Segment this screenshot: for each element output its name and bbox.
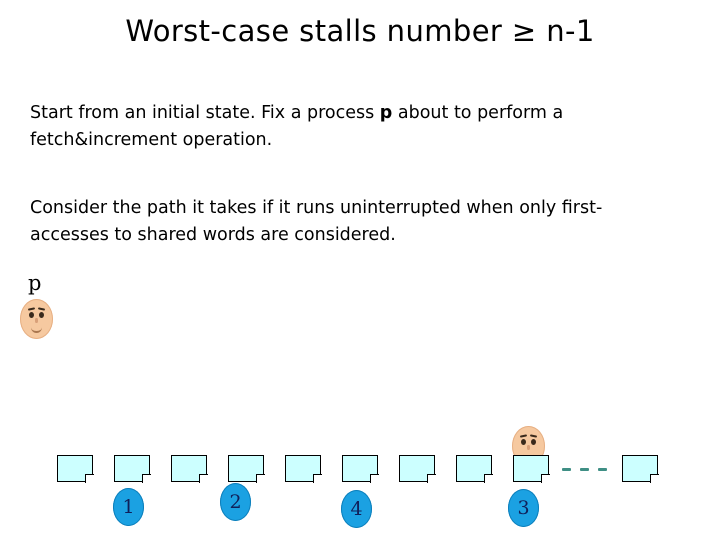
step-marker-1[interactable]: 1 — [113, 488, 144, 526]
page-fold-icon — [141, 473, 151, 483]
shared-word-box[interactable] — [114, 455, 151, 483]
step-marker-4[interactable]: 4 — [341, 490, 372, 528]
shared-word-box[interactable] — [285, 455, 322, 483]
shared-word-box[interactable] — [456, 455, 493, 483]
shared-word-box[interactable] — [513, 455, 550, 483]
eye-right-icon — [39, 312, 44, 318]
eye-left-icon — [521, 439, 526, 445]
process-label-p: p — [28, 271, 42, 295]
eye-right-icon — [531, 439, 536, 445]
nose-icon — [527, 445, 530, 450]
page-fold-icon — [198, 473, 208, 483]
shared-word-box[interactable] — [228, 455, 265, 483]
page-fold-icon — [426, 473, 436, 483]
mouth-icon — [31, 327, 42, 333]
page-fold-icon — [369, 473, 379, 483]
paragraph-two: Consider the path it takes if it runs un… — [30, 198, 603, 245]
process-p-head-icon — [20, 299, 53, 339]
dash-icon — [580, 468, 589, 471]
step-marker-3[interactable]: 3 — [508, 489, 539, 527]
shared-word-box-last[interactable] — [622, 455, 659, 483]
dash-icon — [598, 468, 607, 471]
eye-left-icon — [29, 312, 34, 318]
process-variable-p: p — [379, 103, 393, 123]
page-fold-icon — [312, 473, 322, 483]
page-fold-icon — [649, 473, 659, 483]
ellipsis-dashes — [562, 466, 608, 474]
paragraph-one-text-after: about to perform a fetch&increment opera… — [30, 103, 564, 150]
page-fold-icon — [84, 473, 94, 483]
shared-word-box[interactable] — [399, 455, 436, 483]
paragraph-one-text-before: Start from an initial state. Fix a proce… — [30, 103, 380, 123]
nose-icon — [35, 318, 38, 323]
page-title: Worst-case stalls number ≥ n-1 — [125, 14, 595, 48]
page-fold-icon — [540, 473, 550, 483]
shared-word-box[interactable] — [342, 455, 379, 483]
shared-word-box[interactable] — [171, 455, 208, 483]
page-fold-icon — [483, 473, 493, 483]
step-marker-2[interactable]: 2 — [220, 483, 251, 521]
page-fold-icon — [255, 473, 265, 483]
dash-icon — [562, 468, 571, 471]
shared-word-box[interactable] — [57, 455, 94, 483]
paragraph-one: Start from an initial state. Fix a proce… — [30, 100, 680, 154]
